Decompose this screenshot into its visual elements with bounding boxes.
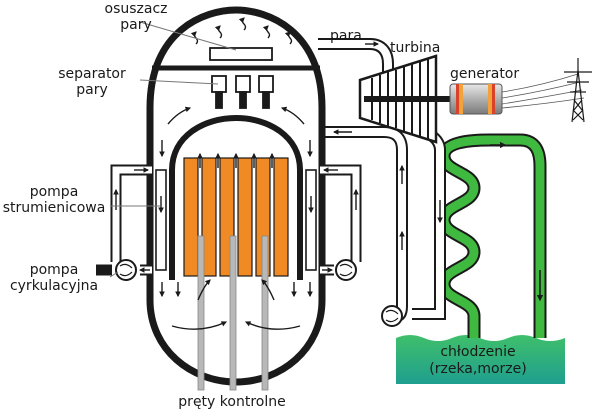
power-tower-icon (564, 58, 592, 123)
pump-icon (115, 259, 357, 281)
separator-label: pary (76, 82, 108, 98)
cooling-label: chłodzenie (440, 344, 515, 360)
jet-pump-label: strumienicowa (3, 200, 106, 216)
separator-label: separator (58, 66, 126, 82)
cooling-water (396, 335, 565, 384)
generator-label: generator (450, 66, 519, 82)
steam-separators (211, 75, 274, 109)
jet-pumps (155, 169, 317, 271)
generator-icon (449, 83, 503, 115)
turbine-icon (358, 54, 442, 144)
recirc-pump-label: cyrkulacyjna (10, 278, 98, 294)
core-flow-arrows (197, 152, 275, 168)
recirculation-loop-left (96, 164, 152, 276)
reactor-vessel (146, 6, 326, 386)
dryer-label: osuszacz (105, 1, 168, 17)
turbine-label: turbina (390, 40, 440, 56)
dryer-label: pary (120, 17, 152, 33)
leader-lines (109, 21, 237, 278)
downcomer-arrows (159, 106, 313, 330)
cooling-loop (437, 133, 547, 338)
jet-pump-label: pompa (30, 184, 79, 200)
recirc-pump-label: pompa (30, 262, 79, 278)
steam-label: para (330, 28, 362, 44)
jet-pump-arrows (158, 196, 314, 214)
core-shroud (169, 114, 303, 280)
turbine-shaft (436, 96, 450, 102)
steam-dryer (209, 47, 273, 61)
control-rods (197, 235, 269, 391)
cooling-label: (rzeka,morze) (429, 361, 526, 377)
recirculation-loop-right (320, 164, 362, 276)
feedwater-pump-icon (381, 305, 403, 327)
control-rods-label: pręty kontrolne (178, 394, 285, 410)
